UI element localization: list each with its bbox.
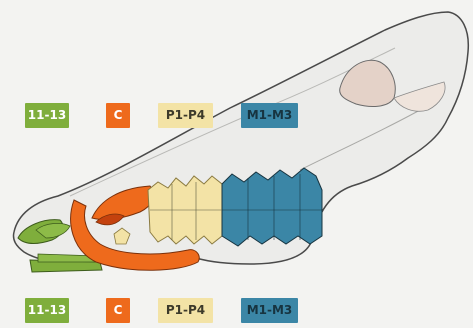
label-molars-bottom: M1-M3 [241,298,298,323]
label-premolars-bottom: P1-P4 [158,298,213,323]
label-incisors-top: 11-13 [25,103,69,128]
label-incisors-bottom: 11-13 [25,298,69,323]
label-canine-top: C [106,103,130,128]
label-molars-top: M1-M3 [241,103,298,128]
label-premolars-top: P1-P4 [158,103,213,128]
label-canine-bottom: C [106,298,130,323]
molars [222,168,322,246]
